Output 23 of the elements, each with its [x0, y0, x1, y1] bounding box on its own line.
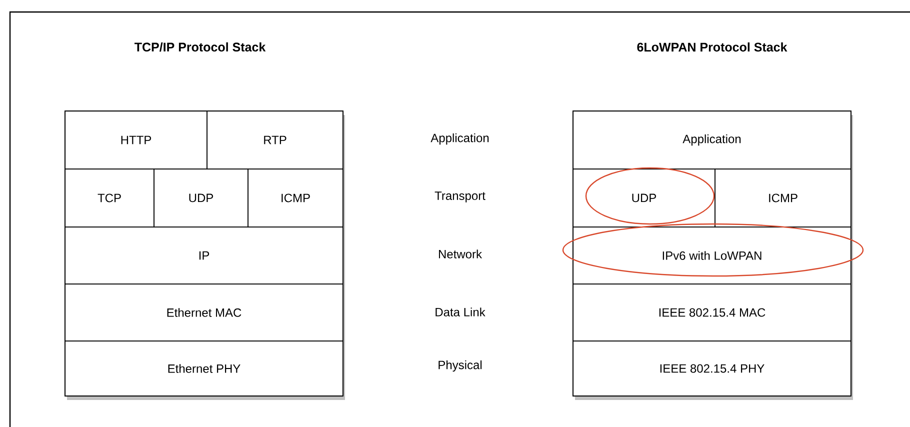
- layer-cell: Application: [572, 110, 852, 170]
- layer-label: Application: [430, 133, 489, 145]
- layer-label: Physical: [438, 360, 482, 372]
- layer-cell: UDP: [572, 168, 716, 228]
- layer-label: Network: [439, 250, 482, 258]
- layer-cell: TCP: [64, 168, 154, 228]
- stack-title: TCP/IP Protocol Stack: [134, 42, 266, 52]
- stack-box: [572, 110, 853, 400]
- stack-title: 6LoWPAN Protocol Stack: [637, 42, 788, 52]
- layer-label: Transport: [434, 192, 486, 202]
- layer-cell: IEEE 802.15.4 MAC: [572, 284, 852, 342]
- layer-cell: IP: [64, 226, 344, 284]
- stack-box: [64, 110, 345, 400]
- layer-cell: Ethernet MAC: [64, 284, 344, 342]
- layer-cell: UDP: [154, 168, 248, 228]
- layer-cell: HTTP: [64, 110, 208, 170]
- layer-cell: RTP: [206, 110, 344, 170]
- layer-cell: Ethernet PHY: [64, 340, 344, 396]
- layer-cell: IPv6 with LoWPAN: [572, 226, 852, 284]
- layer-cell: ICMP: [248, 168, 344, 228]
- layer-cell: IEEE 802.15.4 PHY: [572, 340, 852, 396]
- layer-cell: ICMP: [714, 168, 852, 228]
- layer-label: Data Link: [436, 308, 486, 316]
